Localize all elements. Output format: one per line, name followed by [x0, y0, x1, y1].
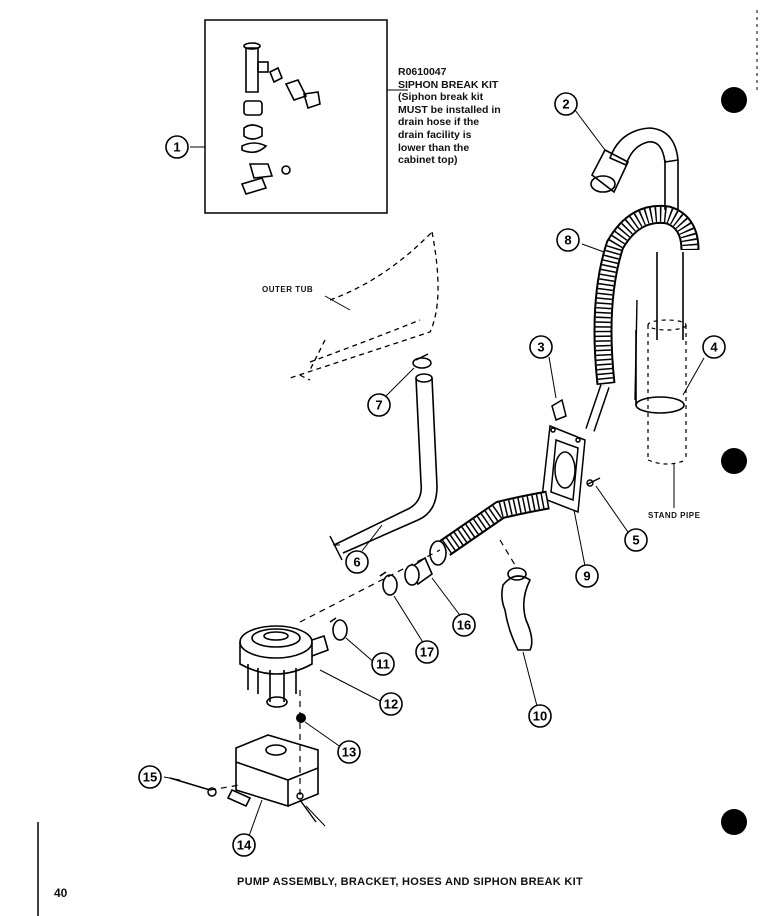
stand-pipe [647, 319, 687, 465]
callout-circle [138, 765, 162, 789]
callout-number: 15 [143, 770, 157, 785]
callout-number: 2 [562, 97, 569, 112]
page-number: 40 [54, 886, 68, 900]
callout-number: 11 [376, 657, 390, 672]
screw-5-lower [296, 792, 317, 823]
hose-clip-3 [551, 398, 567, 422]
outer-tub-label: OUTER TUB [262, 285, 314, 294]
kit-part-number: R0610047 [398, 66, 447, 78]
callout-10: 10 [528, 704, 552, 728]
stand-pipe-label: STAND PIPE [648, 511, 701, 520]
callout-circle [554, 92, 578, 116]
callout-circle [452, 613, 476, 637]
screw-5-upper [586, 477, 601, 487]
callout-3: 3 [529, 335, 553, 359]
kit-title: SIPHON BREAK KIT [398, 78, 499, 91]
callout-number: 14 [237, 838, 252, 853]
callout-circle [575, 564, 599, 588]
clamp-17 [379, 571, 398, 596]
callout-2: 2 [554, 92, 578, 116]
grommet-13 [296, 713, 306, 723]
kit-note-line: lower than the [398, 141, 470, 154]
callout-circle [624, 528, 648, 552]
clamp-7 [412, 353, 432, 369]
callout-circle [367, 393, 391, 417]
siphon-kit-note: R0610047 SIPHON BREAK KIT (Siphon break … [398, 66, 501, 167]
coupler-16 [404, 556, 433, 586]
siphon-elbow-2 [590, 127, 679, 210]
callout-13: 13 [337, 740, 361, 764]
pump-outlet-hose [429, 490, 550, 566]
outer-tub-leader [324, 295, 351, 311]
callout-15: 15 [138, 765, 162, 789]
callout-circle [556, 228, 580, 252]
callout-number: 16 [457, 618, 471, 633]
callout-14: 14 [232, 833, 256, 857]
callout-number: 12 [384, 697, 398, 712]
callout-6: 6 [345, 550, 369, 574]
outer-tub-outline [289, 231, 439, 381]
callout-number: 17 [420, 645, 434, 660]
figure-caption: PUMP ASSEMBLY, BRACKET, HOSES AND SIPHON… [236, 876, 584, 888]
hose-6 [329, 373, 438, 561]
drain-hose-8 [585, 204, 700, 432]
callout-leaders [163, 109, 705, 837]
callout-4: 4 [702, 335, 726, 359]
callout-number: 5 [632, 533, 639, 548]
callout-number: 1 [173, 140, 180, 155]
callout-number: 13 [342, 745, 356, 760]
hose-strap-4 [635, 330, 685, 414]
callout-circle [529, 335, 553, 359]
callout-number: 8 [564, 233, 571, 248]
pump-bracket-14 [226, 734, 319, 808]
callout-circle [379, 692, 403, 716]
callout-16: 16 [452, 613, 476, 637]
kit-note-line: (Siphon break kit [398, 91, 484, 104]
hole-punch-top [721, 87, 747, 113]
callout-number: 10 [533, 709, 547, 724]
callout-1: 1 [165, 135, 189, 159]
hole-punch-bottom [721, 809, 747, 835]
callout-12: 12 [379, 692, 403, 716]
callout-8: 8 [556, 228, 580, 252]
kit-note-line: MUST be installed in [398, 103, 501, 116]
callout-number: 7 [375, 398, 382, 413]
hole-punch-middle [721, 448, 747, 474]
callout-circle [232, 833, 256, 857]
callout-17: 17 [415, 640, 439, 664]
callout-circle [702, 335, 726, 359]
pump-12 [239, 625, 329, 708]
callout-circle [371, 652, 395, 676]
callout-circle [337, 740, 361, 764]
callout-5: 5 [624, 528, 648, 552]
callout-circle [415, 640, 439, 664]
hose-cover-10 [501, 567, 533, 651]
callout-number: 9 [583, 569, 590, 584]
callout-circle [165, 135, 189, 159]
kit-note-line: drain facility is [398, 128, 472, 141]
callout-7: 7 [367, 393, 391, 417]
callout-11: 11 [371, 652, 395, 676]
kit-note-line: drain hose if the [398, 116, 480, 129]
kit-note-line: cabinet top) [398, 154, 458, 167]
clamp-11 [329, 617, 348, 641]
callout-number: 6 [353, 555, 360, 570]
callout-9: 9 [575, 564, 599, 588]
callout-number: 3 [537, 340, 544, 355]
callout-circle [345, 550, 369, 574]
siphon-break-kit-box [190, 19, 408, 214]
callout-number: 4 [710, 340, 718, 355]
callout-circle [528, 704, 552, 728]
hose-bracket-9 [541, 424, 586, 514]
screw-15 [169, 777, 217, 797]
